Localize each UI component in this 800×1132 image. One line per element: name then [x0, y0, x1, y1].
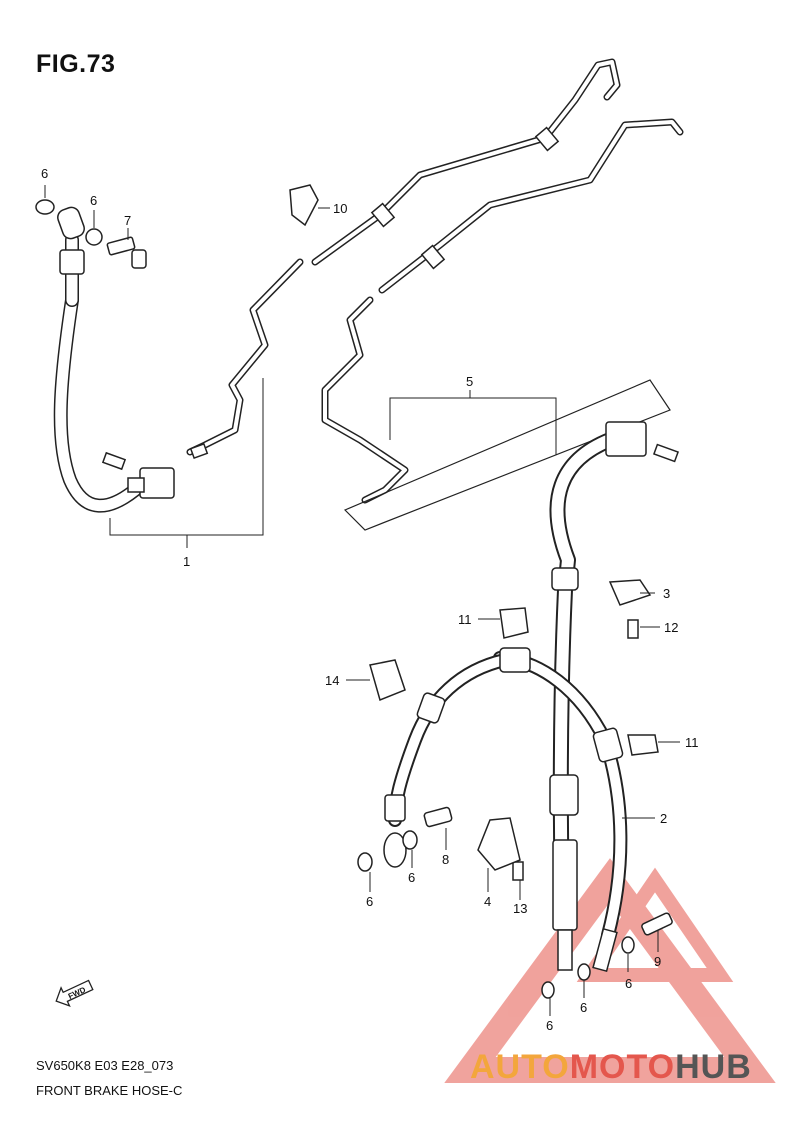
callout-7: 7: [124, 213, 131, 228]
callout-13: 13: [513, 901, 527, 916]
callout-numbers: 1 2 3 4 5 6 6 6 6 6 6 6 7 8 9 10 11 11 1…: [41, 166, 699, 1033]
callout-6: 6: [90, 193, 97, 208]
watermark-part-2: MOTO: [569, 1048, 676, 1086]
callout-14: 14: [325, 673, 339, 688]
watermark-part-3: HUB: [675, 1048, 752, 1086]
callout-6: 6: [366, 894, 373, 909]
brake-pipe-5: [321, 296, 671, 531]
callout-6: 6: [625, 976, 632, 991]
fwd-label: FWD: [67, 985, 88, 1001]
leader-lines: [44, 185, 680, 1016]
union-bolt-7: [106, 236, 147, 269]
watermark-logo-text: AUTOMOTOHUB: [470, 1048, 752, 1087]
washer-6: [35, 199, 635, 999]
callout-12: 12: [664, 620, 678, 635]
callout-8: 8: [442, 852, 449, 867]
watermark-triangle-logo: [444, 858, 776, 1083]
callout-9: 9: [654, 954, 661, 969]
clamp-parts: [289, 184, 659, 871]
brake-line-upper: [311, 58, 684, 294]
fwd-arrow-icon: FWD: [55, 979, 94, 1008]
callout-6: 6: [41, 166, 48, 181]
callout-1: 1: [183, 554, 190, 569]
callout-5: 5: [466, 374, 473, 389]
callout-11: 11: [458, 612, 472, 627]
callout-2: 2: [660, 811, 667, 826]
callout-3: 3: [663, 586, 670, 601]
brake-hose-2: [383, 421, 647, 973]
callout-6: 6: [408, 870, 415, 885]
brake-hose-1: [53, 206, 304, 513]
figure-name: FRONT BRAKE HOSE-C: [36, 1083, 183, 1098]
bolt-parts: [101, 443, 680, 936]
callout-11: 11: [685, 735, 699, 750]
callout-6: 6: [546, 1018, 553, 1033]
callout-10: 10: [333, 201, 347, 216]
watermark-part-1: AUTO: [470, 1048, 570, 1086]
figure-title: FIG.73: [36, 50, 116, 78]
callout-6: 6: [580, 1000, 587, 1015]
figure-model-code: SV650K8 E03 E28_073: [36, 1058, 174, 1073]
callout-4: 4: [484, 894, 491, 909]
